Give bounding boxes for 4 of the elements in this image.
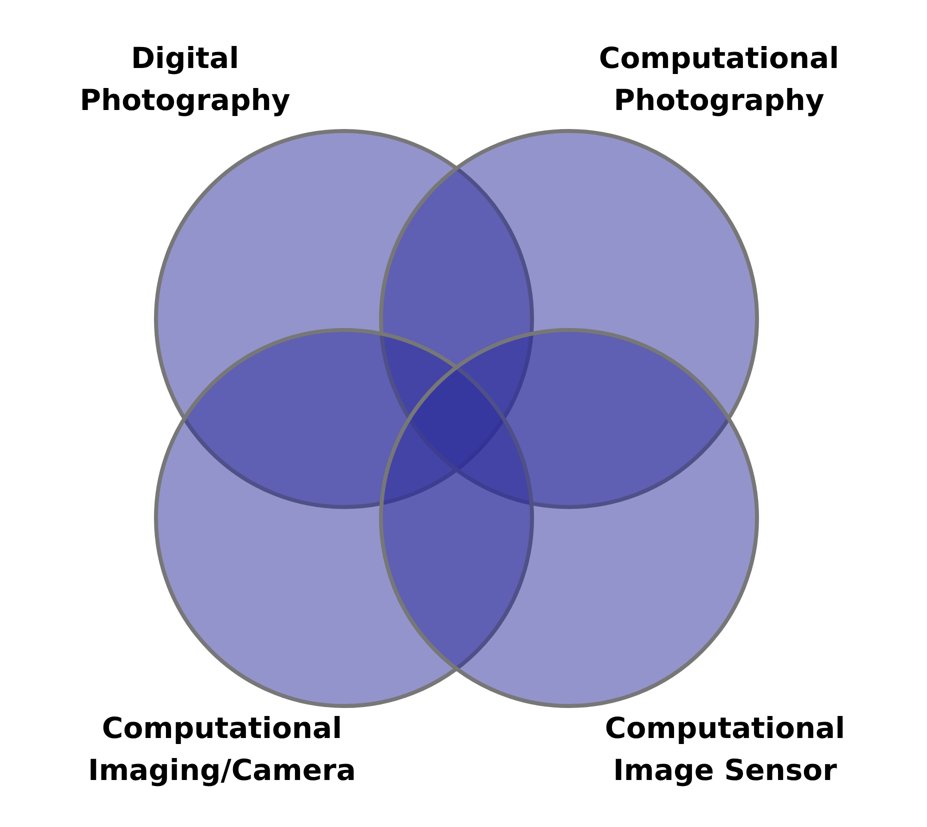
set-label: Computational Imaging/Camera (87, 710, 357, 789)
set-label: Computational Photography (598, 40, 840, 119)
set-label: Digital Photography (78, 40, 292, 119)
set-label: Computational Image Sensor (604, 710, 846, 789)
